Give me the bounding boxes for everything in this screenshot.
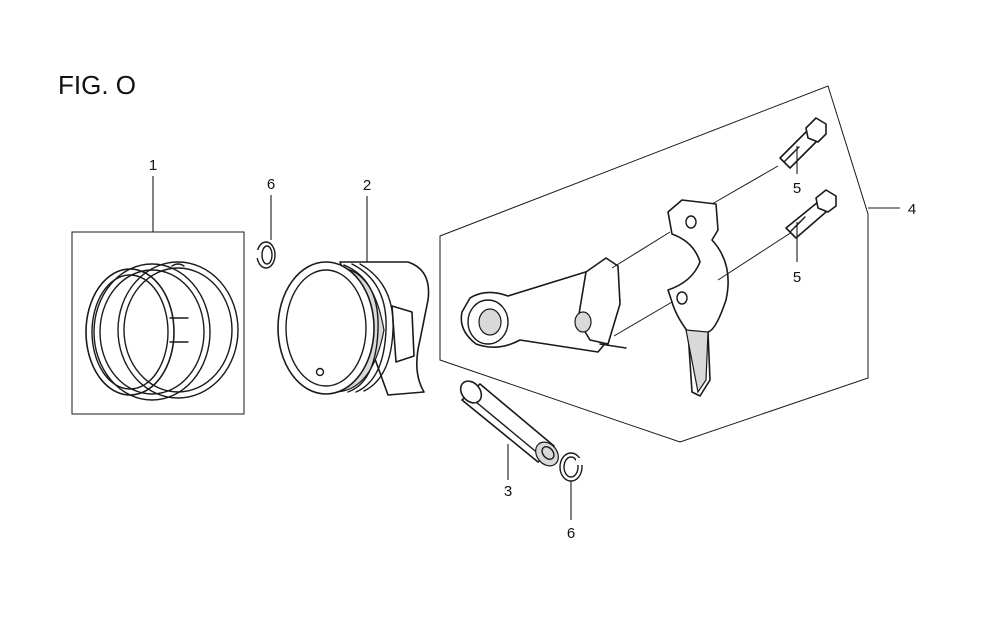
connecting-rod-set-box (439, 85, 869, 443)
connecting-rod (460, 257, 627, 353)
piston-ring-front (85, 268, 175, 396)
piston-pin (459, 380, 559, 467)
piston-ring-middle (93, 263, 211, 401)
callout-5-upper: 5 (793, 180, 801, 197)
connecting-rod-cap (667, 199, 729, 397)
callout-1: 1 (149, 157, 157, 174)
piston-ring-back (117, 261, 239, 399)
ring-set-box (71, 231, 245, 415)
callout-4: 4 (908, 201, 916, 218)
callout-6-right: 6 (567, 525, 575, 542)
callout-3: 3 (504, 483, 512, 500)
figure-title: FIG. O (58, 70, 136, 100)
piston-crown (277, 261, 375, 395)
callout-6-left: 6 (267, 176, 275, 193)
rod-bolt-upper (779, 117, 827, 169)
callout-2: 2 (363, 177, 371, 194)
callout-5-lower: 5 (793, 269, 801, 286)
piston (277, 261, 430, 396)
rod-small-end (467, 299, 509, 345)
piston-pin-clip-left (255, 241, 276, 269)
piston-pin-boss (391, 305, 415, 363)
piston-ring-set (71, 231, 245, 415)
piston-pin-clip-right (559, 452, 583, 482)
rod-bolt-lower (785, 189, 837, 239)
